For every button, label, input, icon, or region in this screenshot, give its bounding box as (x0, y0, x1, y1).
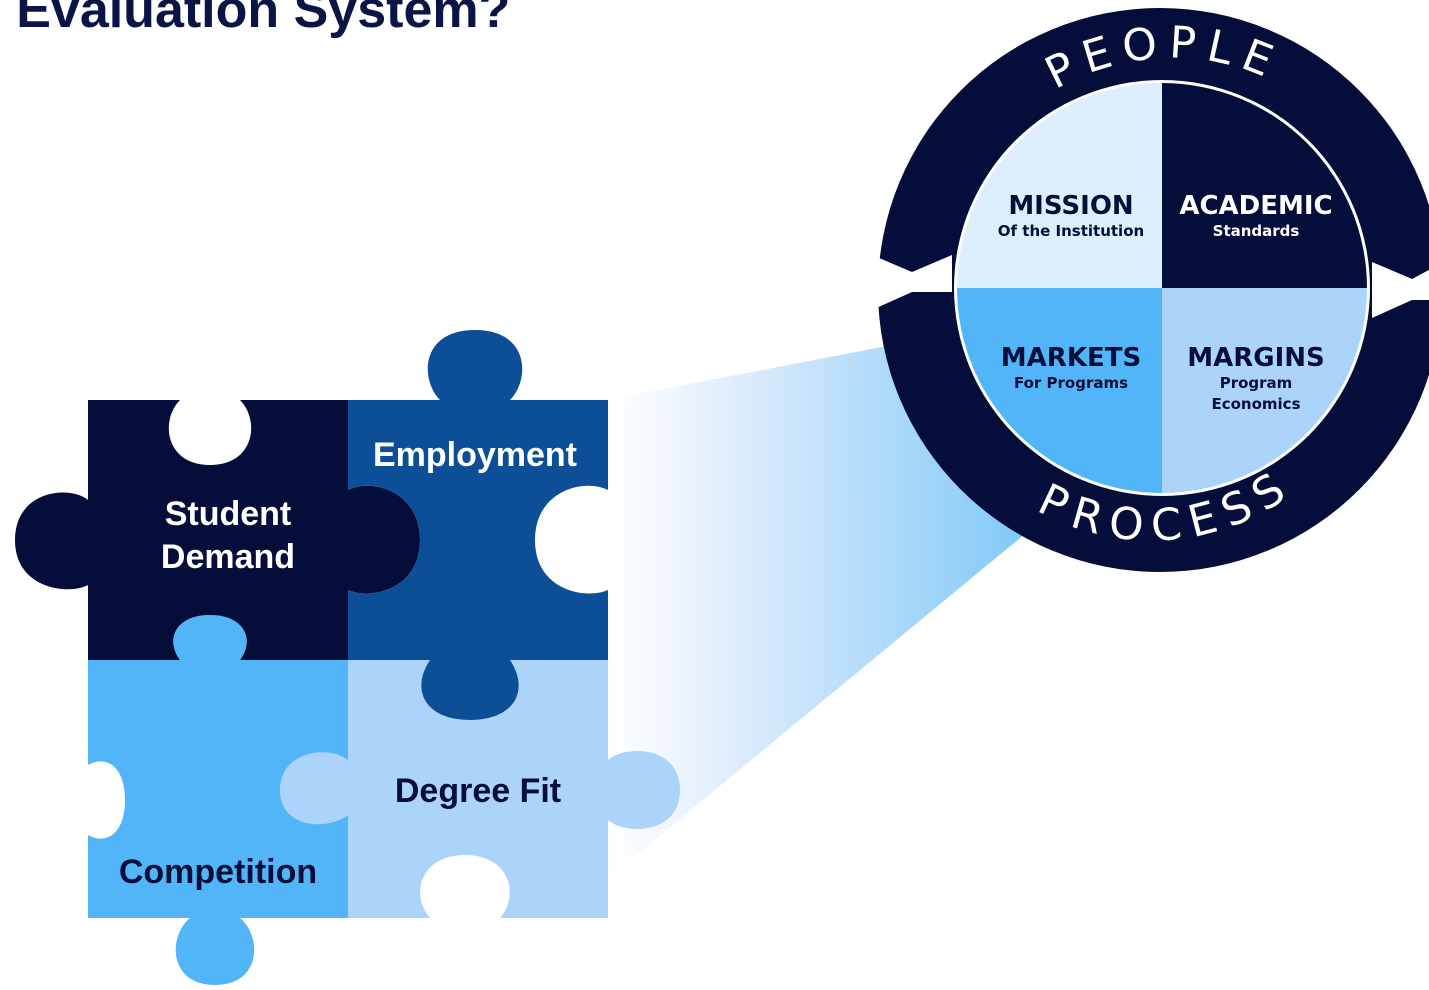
label-student-demand-line2: Demand (161, 538, 295, 576)
academic-subtitle: Standards (1213, 222, 1300, 240)
academic-title: ACADEMIC (1179, 191, 1332, 221)
margins-subtitle-line1: Program (1220, 374, 1293, 392)
label-competition: Competition (119, 853, 317, 891)
markets-subtitle: For Programs (1014, 374, 1128, 392)
puzzle-piece-employment (348, 330, 608, 720)
ring-arrow-left (872, 255, 952, 310)
label-employment: Employment (373, 436, 577, 474)
puzzle-piece-competition (88, 615, 395, 985)
markets-title: MARKETS (1001, 343, 1141, 373)
page-title: n Evaluation System? (0, 0, 511, 39)
margins-subtitle-line2: Economics (1211, 395, 1300, 413)
ring-arrow-right (1372, 262, 1429, 318)
mission-wheel: PEOPLE PROCESS MISSION Of the Institutio… (872, 8, 1429, 572)
puzzle-piece-degree-fit (280, 660, 680, 918)
label-degree-fit: Degree Fit (395, 772, 561, 810)
margins-title: MARGINS (1187, 343, 1325, 373)
puzzle-piece-student-demand (15, 400, 420, 660)
puzzle: Student Demand Employment Competition De… (15, 330, 680, 985)
mission-title: MISSION (1008, 191, 1133, 221)
mission-subtitle: Of the Institution (998, 222, 1144, 240)
label-student-demand-line1: Student (165, 495, 292, 533)
